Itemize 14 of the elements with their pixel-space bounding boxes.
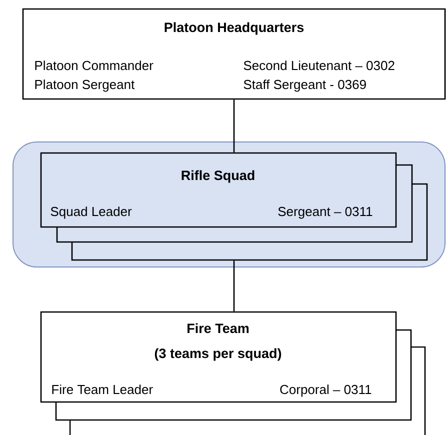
role-label: Squad Leader	[50, 206, 132, 219]
heading: Rifle Squad	[182, 170, 254, 183]
heading: Fire Team	[188, 323, 249, 334]
role-label: Platoon Sergeant	[35, 80, 135, 92]
role-label: Corporal – 0311	[280, 384, 372, 397]
heading: Platoon Headquarters	[164, 22, 304, 35]
connector-line	[233, 100, 235, 152]
heading: (3 teams per squad)	[154, 348, 282, 361]
role-label: Sergeant – 0311	[278, 206, 372, 219]
role-label: Platoon Commander	[35, 60, 154, 70]
role-label: Fire Team Leader	[52, 384, 153, 394]
role-label: Staff Sergeant - 0369	[244, 80, 366, 92]
role-label: Second Lieutenant – 0302	[244, 60, 394, 70]
connector-line	[233, 260, 235, 312]
